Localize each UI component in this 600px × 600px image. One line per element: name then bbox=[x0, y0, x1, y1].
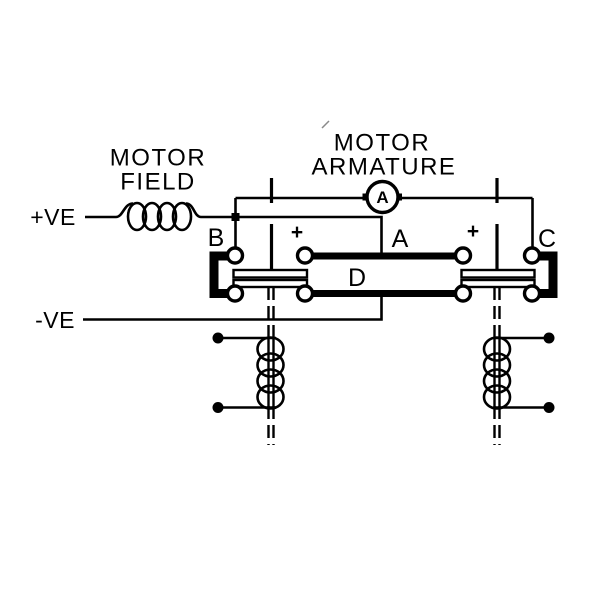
contactor-b-label: B bbox=[208, 224, 225, 252]
coil-terminal-dots bbox=[212, 332, 555, 413]
bus-bars bbox=[305, 252, 463, 297]
contactor-c-label: C bbox=[538, 225, 556, 253]
right-operating-coil bbox=[482, 336, 512, 410]
left-bridge-plate-bottom bbox=[232, 278, 309, 289]
positive-lead-wire bbox=[85, 202, 134, 219]
contact-d-left bbox=[295, 284, 315, 303]
actuator-linkages bbox=[267, 287, 501, 445]
contact-b-bottom bbox=[225, 284, 245, 303]
contact-bridges bbox=[232, 268, 536, 289]
contact-a-right bbox=[453, 246, 473, 265]
contact-a-left bbox=[295, 246, 315, 265]
left-coil-bottom-terminal bbox=[212, 402, 224, 413]
right-coil-bottom-terminal bbox=[543, 402, 555, 413]
field-exit-wire bbox=[185, 202, 234, 219]
actuator-cores bbox=[267, 337, 501, 408]
positive-junction-dot bbox=[231, 213, 240, 221]
contactor-b-bracket bbox=[209, 251, 235, 298]
contact-b-top bbox=[225, 246, 245, 265]
contactor-c-bracket bbox=[532, 251, 558, 298]
motor-field-label-line1: MOTOR bbox=[110, 145, 206, 172]
brush-ticks bbox=[269, 178, 499, 270]
left-bridge-plate-top bbox=[232, 268, 309, 279]
fixed-contacts bbox=[225, 246, 542, 303]
contact-d-right bbox=[453, 284, 473, 303]
polarity-plus-left: + bbox=[291, 221, 303, 244]
bar-d-label: D bbox=[348, 264, 366, 292]
ammeter-symbol: A bbox=[376, 188, 388, 207]
ammeter-left-nub bbox=[362, 193, 368, 201]
ammeter-circle bbox=[365, 179, 400, 215]
polarity-plus-right: + bbox=[467, 220, 479, 243]
contact-c-bottom bbox=[522, 284, 542, 303]
negative-rail-wire bbox=[83, 296, 383, 321]
right-coil-top-terminal bbox=[543, 332, 555, 344]
positive-terminal-label: +VE bbox=[30, 204, 76, 230]
right-bridge-plate-bottom bbox=[460, 278, 536, 289]
left-coil-top-terminal bbox=[212, 332, 224, 344]
motor-field-coil bbox=[126, 201, 193, 232]
motor-field-label-line2: FIELD bbox=[120, 169, 196, 196]
motor-armature-label-line1: MOTOR bbox=[334, 130, 430, 157]
ammeter: A bbox=[362, 179, 402, 215]
right-bridge-plate-top bbox=[460, 268, 536, 279]
bar-a-label: A bbox=[392, 225, 409, 253]
negative-terminal-label: -VE bbox=[35, 307, 75, 333]
motor-armature-label-line2: ARMATURE bbox=[312, 154, 457, 181]
bar-a-feed-wire bbox=[235, 215, 383, 253]
left-operating-coil bbox=[256, 336, 285, 410]
brackets bbox=[209, 251, 558, 298]
contact-c-top bbox=[522, 246, 542, 265]
print-artifact bbox=[321, 120, 330, 129]
